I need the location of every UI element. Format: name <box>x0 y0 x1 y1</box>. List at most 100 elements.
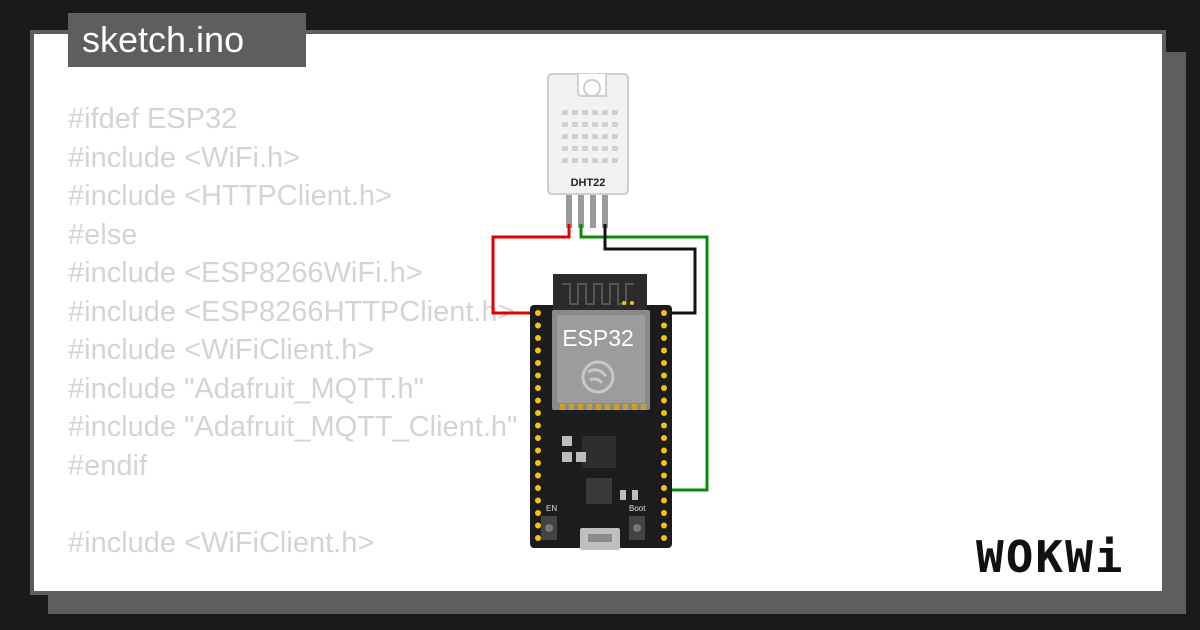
data-wire[interactable] <box>579 224 709 492</box>
sensor-vent-hole <box>602 134 608 139</box>
file-tab[interactable]: sketch.ino <box>68 13 306 67</box>
header-pin <box>661 497 667 504</box>
header-pin <box>661 347 667 354</box>
code-line: #include <ESP8266HTTPClient.h> <box>68 295 515 328</box>
module-pad <box>614 404 619 410</box>
sensor-vent-hole <box>592 110 598 115</box>
header-pin <box>661 410 667 416</box>
sensor-vent-hole <box>602 146 608 151</box>
module-pad <box>641 404 646 410</box>
header-pin <box>535 460 541 466</box>
sensor-vent-hole <box>592 122 598 127</box>
sensor-vent-hole <box>612 158 618 163</box>
module-pad <box>632 404 637 410</box>
module-pad <box>560 404 565 410</box>
header-pin <box>661 422 667 429</box>
header-pin <box>661 485 667 491</box>
sensor-vent-hole <box>592 134 598 139</box>
sensor-vent-hole <box>572 110 578 115</box>
header-pin <box>661 322 667 329</box>
sensor-vent-hole <box>602 158 608 163</box>
header-pin <box>535 385 541 391</box>
header-pin <box>535 397 541 404</box>
header-pin <box>661 447 667 454</box>
header-pin <box>535 485 541 491</box>
en-label: EN <box>546 504 557 513</box>
code-line: #ifdef ESP32 <box>68 103 238 135</box>
code-line: #include "Adafruit_MQTT.h" <box>68 372 424 405</box>
gnd-wire[interactable] <box>603 224 697 315</box>
sensor-vent-hole <box>562 158 568 163</box>
sensor-vent-hole <box>592 158 598 163</box>
header-pin <box>661 460 667 466</box>
sensor-vent-hole <box>562 146 568 151</box>
vcc-wire[interactable] <box>491 224 571 315</box>
module-pad <box>623 404 628 410</box>
module-pad <box>587 404 592 410</box>
header-pin <box>535 435 541 441</box>
header-pin <box>535 410 541 416</box>
esp32-board[interactable]: ESP32 EN Boot <box>530 274 672 550</box>
code-line: #endif <box>68 449 148 482</box>
boot-label: Boot <box>629 504 646 513</box>
header-pin <box>535 360 541 366</box>
code-line: #include <ESP8266WiFi.h> <box>68 257 423 289</box>
header-pin <box>535 335 541 341</box>
header-pin <box>661 372 667 379</box>
code-line: #include <WiFiClient.h> <box>68 334 375 366</box>
dht22-sensor[interactable]: DHT22 <box>547 73 629 228</box>
header-pin <box>535 522 541 529</box>
header-pin <box>661 310 667 316</box>
code-line: #include <WiFiClient.h> <box>68 526 375 559</box>
sensor-vent-hole <box>582 158 588 163</box>
wokwi-logo: WOKWi <box>976 531 1124 582</box>
sensor-vent-hole <box>612 146 618 151</box>
wokwi-logo-text: WOKWi <box>976 531 1125 583</box>
header-pin <box>661 522 667 529</box>
header-pin <box>661 397 667 404</box>
header-pin <box>535 322 541 329</box>
header-pin <box>535 472 541 479</box>
header-pin <box>535 510 541 516</box>
sensor-vent-hole <box>582 122 588 127</box>
sensor-vent-hole <box>602 110 608 115</box>
sensor-vent-hole <box>612 134 618 139</box>
sensor-vent-hole <box>582 134 588 139</box>
header-pin <box>661 385 667 391</box>
sensor-vent-hole <box>562 122 568 127</box>
sensor-label: DHT22 <box>571 177 606 189</box>
header-pin <box>535 422 541 429</box>
sensor-vent-hole <box>602 122 608 127</box>
board-label: ESP32 <box>562 325 634 351</box>
header-pin <box>661 360 667 366</box>
sensor-vent-hole <box>562 110 568 115</box>
espressif-logo-icon <box>581 360 615 394</box>
header-pin <box>535 447 541 454</box>
header-pin <box>535 372 541 379</box>
header-pin <box>661 335 667 341</box>
code-line: #include <WiFi.h> <box>68 141 301 174</box>
module-pad <box>578 404 583 410</box>
sensor-vent-hole <box>572 122 578 127</box>
sensor-vent-hole <box>572 146 578 151</box>
header-pin <box>535 535 541 541</box>
sensor-vent-hole <box>572 158 578 163</box>
header-pin <box>661 535 667 541</box>
file-tab-label: sketch.ino <box>82 19 245 60</box>
sensor-vent-hole <box>612 122 618 127</box>
header-pin <box>535 347 541 354</box>
sensor-vent-hole <box>562 134 568 139</box>
header-pin <box>661 510 667 516</box>
sensor-vent-hole <box>612 110 618 115</box>
header-pin <box>661 472 667 479</box>
code-line: #else <box>68 218 138 251</box>
sensor-vent-hole <box>592 146 598 151</box>
code-preview: #ifdef ESP32 #include <WiFi.h> #include <H… <box>68 100 517 562</box>
sensor-vent-hole <box>582 110 588 115</box>
module-pad <box>605 404 610 410</box>
header-pin <box>535 497 541 504</box>
sensor-vent-hole <box>582 146 588 151</box>
code-line: #include "Adafruit_MQTT_Client.h" <box>68 411 518 443</box>
code-line: #include <HTTPClient.h> <box>68 180 392 212</box>
